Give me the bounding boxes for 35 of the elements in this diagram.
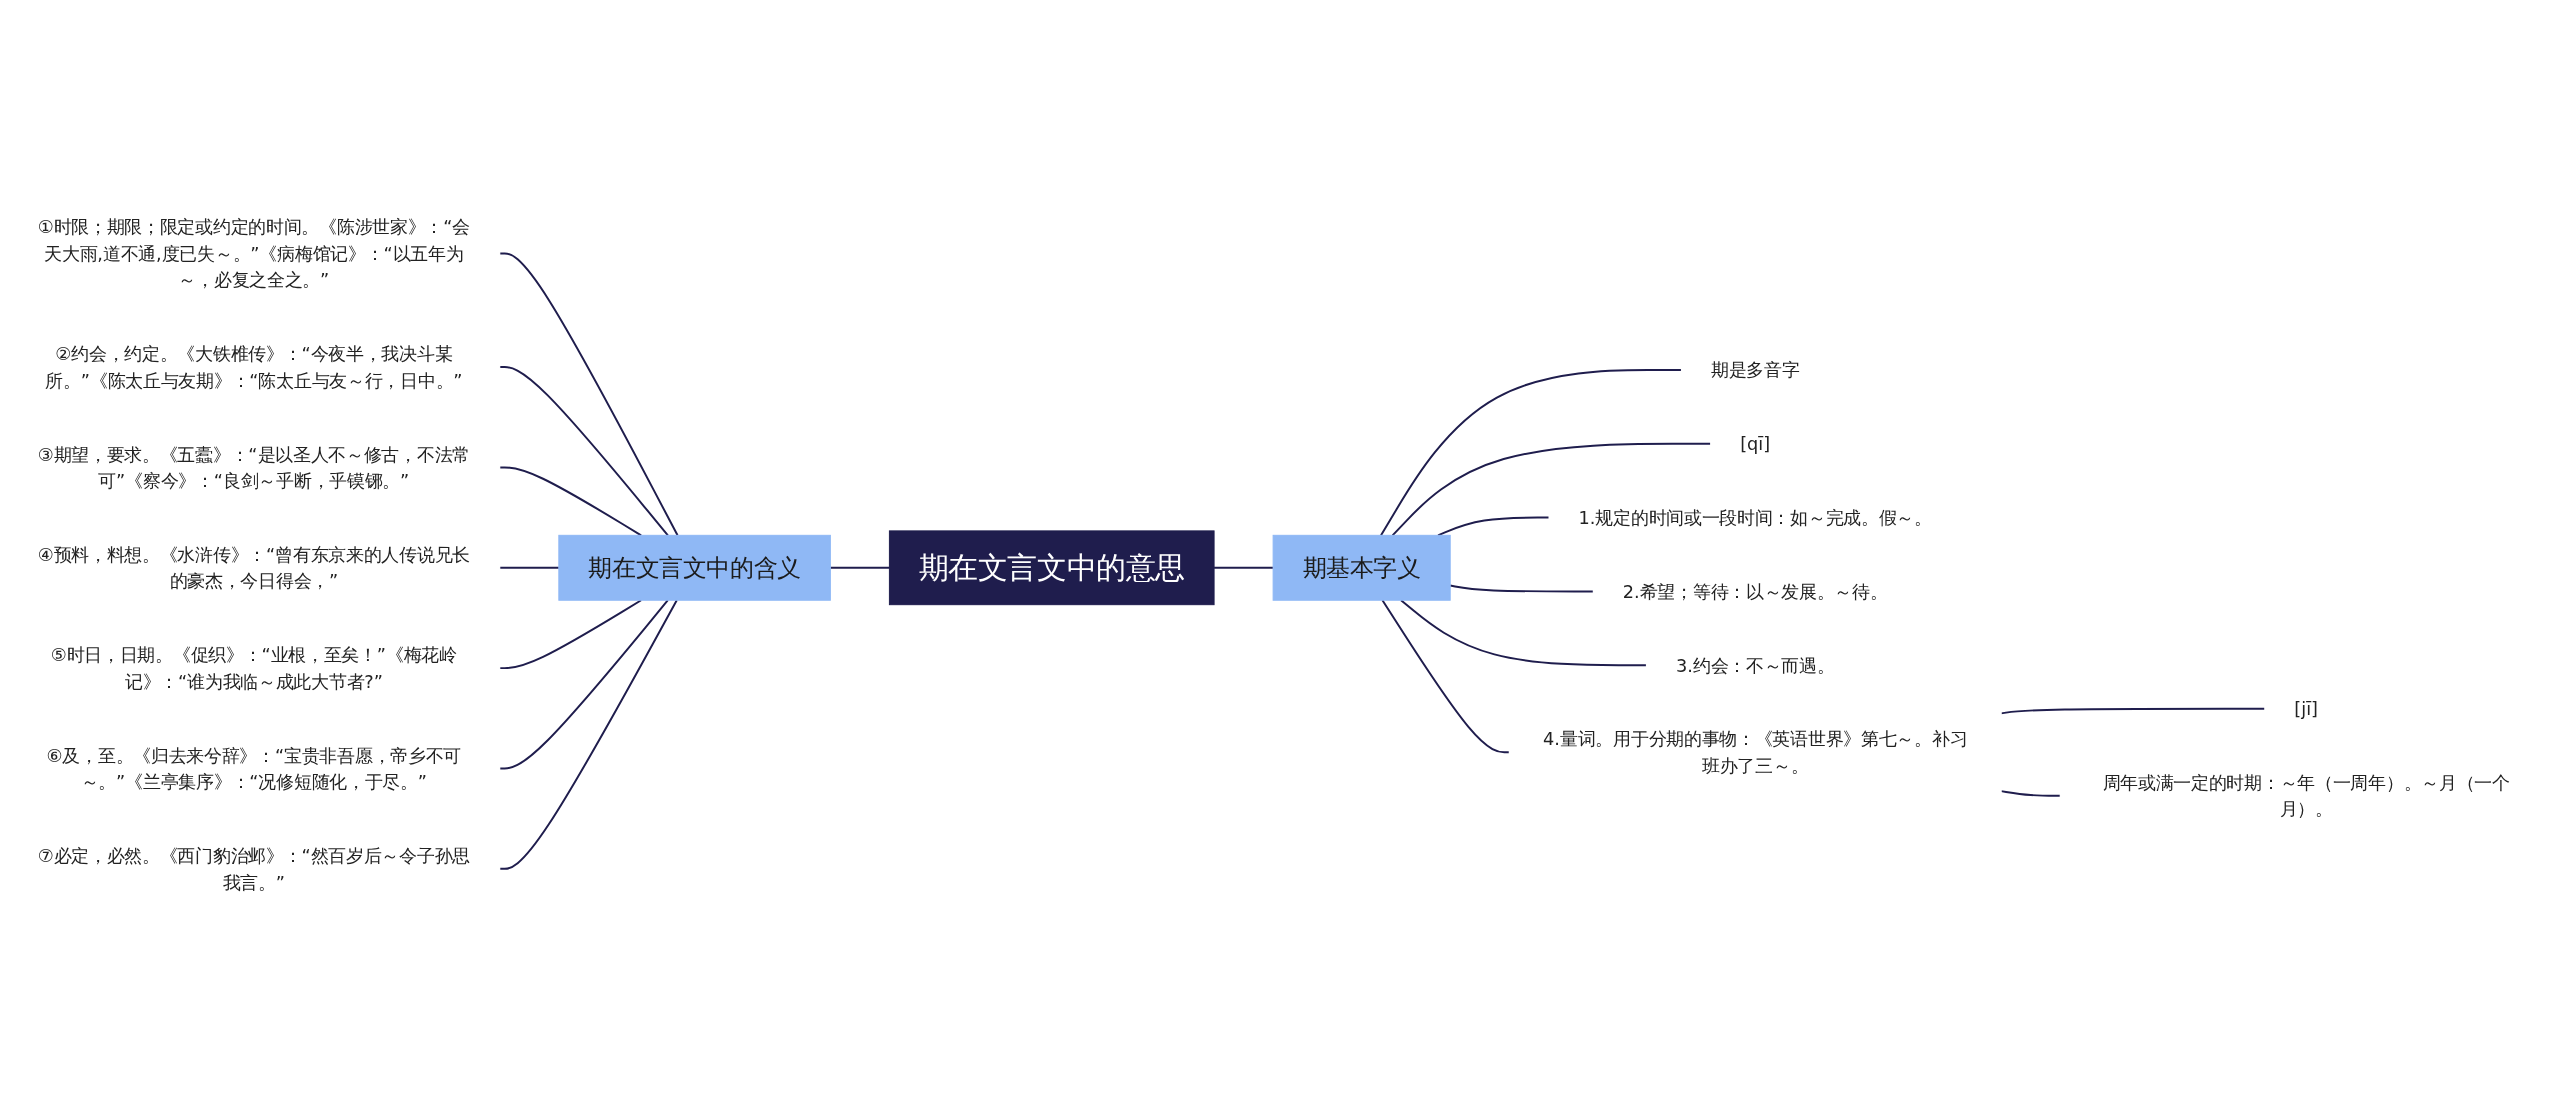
connector	[498, 599, 678, 870]
node-text: ④预料，料想。《水浒传》：“曾有东京来的人传说兄长的豪杰，今日得会，”	[37, 544, 471, 592]
node-text: ①时限；期限；限定或约定的时间。《陈涉世家》：“会天大雨,道不通,度已失～。”《病梅馆记》：“以五年为～，必复之全之。”	[37, 216, 471, 291]
connector	[2000, 707, 2266, 715]
connector	[1391, 442, 1712, 537]
node-text: [qī]	[1740, 433, 1771, 455]
node-box: 期在文言文中的含义	[558, 534, 831, 601]
connector	[1400, 599, 1648, 667]
connector	[1437, 516, 1550, 537]
node-text: ⑤时日，日期。《促织》：“业根，至矣！”《梅花岭记》：“谁为我临～成此大节者?”	[50, 644, 457, 692]
connector	[498, 252, 679, 537]
node-text: ②约会，约定。《大铁椎传》：“今夜半，我决斗某所。”《陈太丘与友期》：“陈太丘与友～行，日中。”	[45, 343, 463, 391]
connector	[1449, 584, 1595, 593]
node-text: 3.约会：不～而遇。	[1675, 654, 1835, 676]
connector	[498, 466, 643, 537]
connector	[1380, 369, 1683, 537]
node-text: ③期望，要求。《五蠹》：“是以圣人不～修古，不法常可”《察今》：“良剑～乎断，乎镆铘。”	[37, 443, 471, 492]
connector	[498, 366, 669, 537]
node-box: 期基本字义	[1272, 534, 1451, 601]
node-text: [jī]	[2294, 698, 2318, 720]
node-box: 期在文言文中的意思	[888, 530, 1215, 606]
connector	[498, 599, 669, 770]
node-text: ⑥及，至。《归去来兮辞》：“宝贵非吾愿，帝乡不可～。”《兰亭集序》：“况修短随化，于尽。”	[46, 744, 462, 793]
node-text: 1.规定的时间或一段时间：如～完成。假～。	[1578, 507, 1932, 528]
node-text: 2.希望；等待：以～发展。～待。	[1622, 581, 1888, 602]
connector	[2000, 790, 2062, 797]
connector	[498, 566, 560, 569]
node-text: ⑦必定，必然。《西门豹治邺》：“然百岁后～令子孙思我言。”	[37, 845, 471, 893]
connector	[1381, 599, 1511, 754]
node-text: 期是多音字	[1710, 359, 1800, 381]
connector	[829, 566, 891, 569]
connector	[498, 599, 643, 670]
node-text: 4.量词。用于分期的事物：《英语世界》第七～。补习班办了三～。	[1543, 728, 1968, 776]
node-text: 周年或满一定的时期：～年（一周年）。～月（一个月）。	[2102, 772, 2510, 820]
connector	[1213, 566, 1275, 569]
